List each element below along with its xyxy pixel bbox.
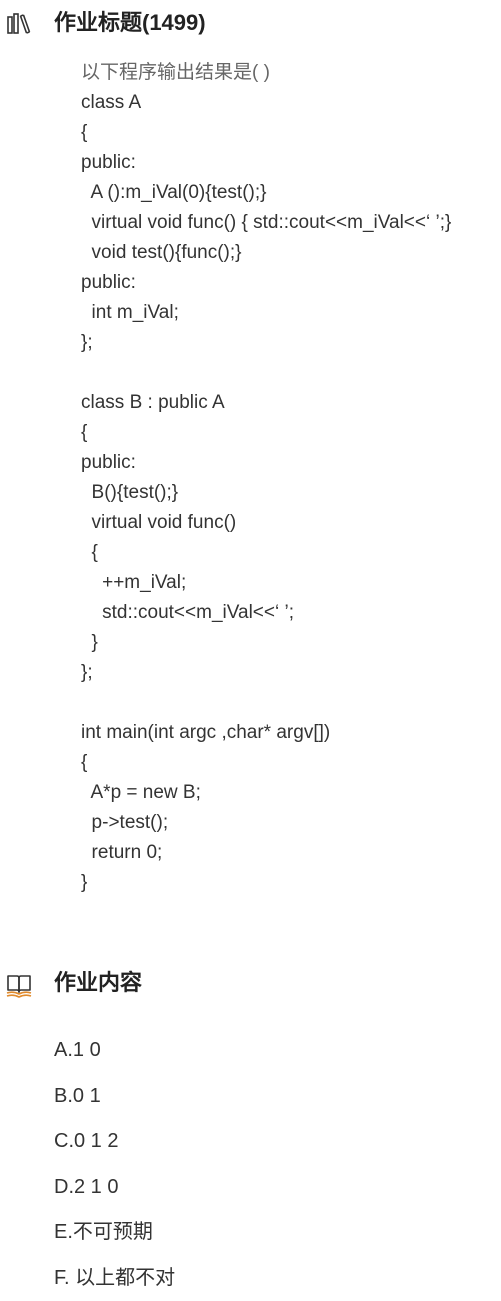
code-line: public: <box>81 148 501 178</box>
code-line: ++m_iVal; <box>81 568 501 598</box>
code-line: public: <box>81 448 501 478</box>
code-line: return 0; <box>81 838 501 868</box>
option-item[interactable]: D.2 1 0 <box>54 1165 175 1211</box>
code-line: { <box>81 538 501 568</box>
assignment-content-title: 作业内容 <box>54 970 142 996</box>
code-line: class A <box>81 88 501 118</box>
code-line: p->test(); <box>81 808 501 838</box>
open-book-icon <box>6 972 32 998</box>
option-item[interactable]: B.0 1 <box>54 1074 175 1120</box>
code-line: virtual void func() <box>81 508 501 538</box>
code-line: std::cout<<m_iVal<<‘ ’; <box>81 598 501 628</box>
code-line: A*p = new B; <box>81 778 501 808</box>
code-line: int m_iVal; <box>81 298 501 328</box>
code-line: B(){test();} <box>81 478 501 508</box>
question-prompt: 以下程序输出结果是( ) <box>81 58 501 88</box>
code-line <box>81 688 501 718</box>
assignment-title: 作业标题(1499) <box>54 10 206 36</box>
code-line: }; <box>81 328 501 358</box>
option-item[interactable]: E.不可预期 <box>54 1210 175 1256</box>
code-line: class B : public A <box>81 388 501 418</box>
code-line: public: <box>81 268 501 298</box>
code-line: int main(int argc ,char* argv[]) <box>81 718 501 748</box>
code-line: }; <box>81 658 501 688</box>
option-item[interactable]: A.1 0 <box>54 1028 175 1074</box>
question-body: 以下程序输出结果是( )class A{public: A ():m_iVal(… <box>81 58 501 898</box>
option-item[interactable]: C.0 1 2 <box>54 1119 175 1165</box>
books-icon <box>6 11 32 37</box>
code-line: virtual void func() { std::cout<<m_iVal<… <box>81 208 501 238</box>
code-line: { <box>81 418 501 448</box>
code-line: A ():m_iVal(0){test();} <box>81 178 501 208</box>
code-line: } <box>81 868 501 898</box>
code-line: { <box>81 748 501 778</box>
code-line: { <box>81 118 501 148</box>
option-item[interactable]: F. 以上都不对 <box>54 1256 175 1301</box>
code-line: } <box>81 628 501 658</box>
code-line <box>81 358 501 388</box>
code-line: void test(){func();} <box>81 238 501 268</box>
